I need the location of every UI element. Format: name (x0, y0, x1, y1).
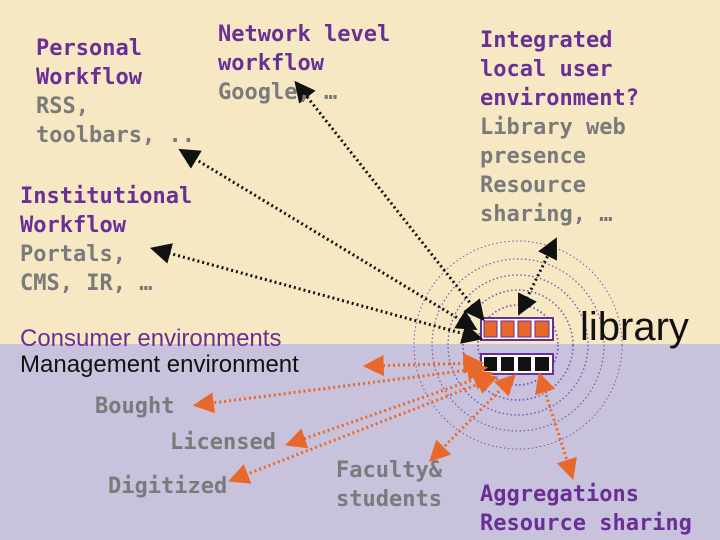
aggregations-label: Aggregations Resource sharing (480, 480, 692, 538)
arrow-management (362, 352, 485, 377)
integrated-sub-line: Library web (480, 115, 626, 140)
library-ring-1 (477, 304, 559, 386)
management-arrows (192, 352, 577, 484)
personal-title-line: Personal (36, 36, 142, 61)
library-ring-2 (462, 289, 574, 401)
network-sub-line: Google, … (218, 80, 338, 105)
integrated-title-line: environment? (480, 86, 639, 111)
arrow-personal (178, 148, 478, 331)
institutional-sub-line: CMS, IR, … (20, 271, 153, 296)
integrated-environment-label: Integrated local user environment? Libra… (480, 26, 639, 229)
network-title-line: Network level (218, 22, 391, 47)
arrow-licensed (285, 369, 494, 449)
digitized-label: Digitized (108, 474, 228, 499)
integrated-sub-line: Resource (480, 173, 586, 198)
aggregations-line: Aggregations (480, 482, 639, 507)
library-label: library (580, 305, 689, 349)
bought-label: Bought (95, 394, 175, 419)
arrow-integrated (518, 237, 557, 316)
faculty-students-label: Faculty& students (336, 456, 442, 514)
consumer-arrows (149, 80, 557, 344)
faculty-line: Faculty& (336, 458, 442, 483)
institutional-workflow-label: Institutional Workflow Portals, CMS, IR,… (20, 182, 192, 298)
integrated-sub-line: sharing, … (480, 202, 613, 227)
arrow-faculty (429, 374, 516, 462)
integrated-sub-line: presence (480, 144, 586, 169)
institutional-title-line: Institutional (20, 184, 193, 209)
institutional-sub-line: Portals, (20, 242, 126, 267)
personal-title-line: Workflow (36, 65, 142, 90)
institutional-title-line: Workflow (20, 213, 126, 238)
arrow-network (294, 80, 485, 322)
faculty-line: students (336, 487, 442, 512)
library-ring-5 (413, 240, 623, 450)
aggregations-line: Resource sharing (480, 511, 692, 536)
library-ring-3 (447, 274, 589, 416)
library-rings (413, 240, 623, 450)
arrow-aggregations (535, 371, 577, 481)
consumer-environments-label: Consumer environments (20, 325, 282, 352)
integrated-title-line: Integrated (480, 28, 613, 53)
arrow-institutional (149, 243, 484, 344)
library-shelves-icon (480, 317, 554, 375)
network-title-line: workflow (218, 51, 324, 76)
network-workflow-label: Network level workflow Google, … (218, 20, 390, 107)
library-ring-4 (431, 258, 605, 432)
personal-workflow-label: Personal Workflow RSS, toolbars, .. (36, 34, 195, 150)
management-environment-label: Management environment (20, 351, 299, 378)
integrated-title-line: local user (480, 57, 613, 82)
personal-sub-line: RSS, (36, 94, 89, 119)
licensed-label: Licensed (170, 430, 276, 455)
personal-sub-line: toolbars, .. (36, 123, 195, 148)
